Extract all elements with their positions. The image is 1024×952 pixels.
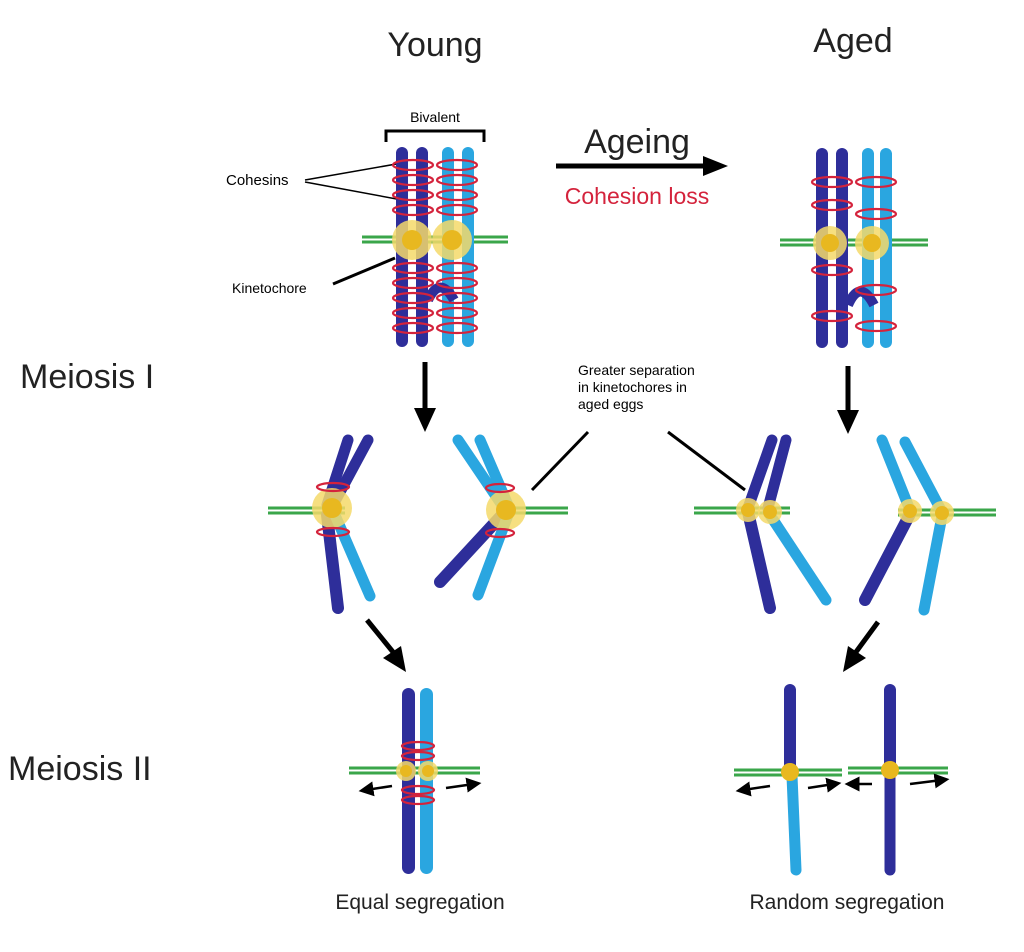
cohesion-loss-label: Cohesion loss [565,183,709,209]
young-meiosis-ii [349,688,482,874]
meiosis-i-label: Meiosis I [20,358,154,396]
aged-meiosis-ii [734,684,950,876]
aged-heading: Aged [813,22,892,60]
flow-arrow-aged-2 [843,620,881,672]
young-meiosis-i-right [434,434,568,601]
flow-arrow-aged-1 [837,366,859,434]
bivalent-bracket [384,129,486,142]
aged-meiosis-i-right [859,434,996,616]
kinetochore-label: Kinetochore [232,280,307,296]
separation-pointer-aged [667,430,746,492]
greater-separation-line-1: Greater separation [578,362,695,378]
young-heading: Young [387,26,482,64]
equal-segregation-label: Equal segregation [335,891,504,914]
greater-separation-line-2: in kinetochores in [578,379,687,395]
cohesins-pointer-2 [304,181,403,201]
ageing-label: Ageing [584,123,690,161]
greater-separation-line-3: aged eggs [578,396,643,412]
ageing-arrowhead [703,156,728,176]
cohesins-pointer-1 [304,162,403,181]
separation-pointer-young [530,430,590,492]
flow-arrow-young-2 [365,618,406,672]
meiosis-ii-label: Meiosis II [8,750,152,788]
kinetochore-pointer [332,256,396,286]
cohesins-label: Cohesins [226,172,289,189]
aged-bivalent [780,148,928,348]
aged-meiosis-i-left [694,434,832,614]
bivalent-label: Bivalent [410,109,460,125]
young-bivalent [362,147,508,347]
flow-arrow-young-1 [414,362,436,432]
random-segregation-label: Random segregation [750,891,945,914]
young-meiosis-i-left [268,434,376,614]
